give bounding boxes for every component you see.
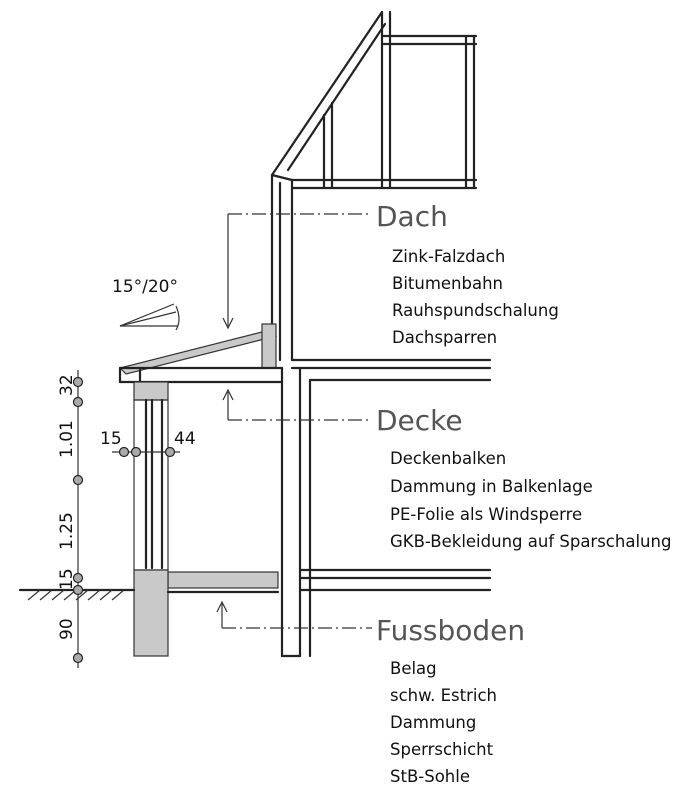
labels: 15°/20° 32 1.01 1.25 15 90 15 44 Dach Zi… <box>57 200 671 786</box>
dach-item: Dachsparren <box>392 328 497 347</box>
decke-item: GKB-Bekleidung auf Sparschalung <box>390 532 671 551</box>
main-wall <box>270 173 492 658</box>
dach-title: Dach <box>376 200 448 233</box>
fussboden-item: Sperrschicht <box>390 740 494 759</box>
dim-44: 44 <box>174 429 196 449</box>
dim-15-vertical: 15 <box>57 568 77 590</box>
decke-item: Dammung in Balkenlage <box>390 477 593 496</box>
dim-1-25: 1.25 <box>57 512 77 550</box>
fussboden-item: schw. Estrich <box>390 686 497 705</box>
roof-angle-label: 15°/20° <box>112 277 178 297</box>
dach-item: Zink-Falzdach <box>392 247 505 266</box>
roof-angle-symbol <box>119 303 180 331</box>
fussboden-item: StB-Sohle <box>390 767 470 786</box>
fussboden-item: Belag <box>390 659 437 678</box>
decke-title: Decke <box>376 404 463 437</box>
decke-item: PE-Folie als Windsperre <box>390 505 582 524</box>
dim-1-01: 1.01 <box>57 420 77 458</box>
dach-item: Rauhspundschalung <box>392 301 559 320</box>
leader-lines <box>216 213 372 629</box>
dim-32: 32 <box>57 374 77 396</box>
dimension-chain <box>72 370 180 668</box>
dim-15-horizontal: 15 <box>100 429 122 449</box>
dach-item: Bitumenbahn <box>392 274 503 293</box>
fussboden-title: Fussboden <box>376 614 525 647</box>
decke-item: Deckenbalken <box>390 449 506 468</box>
bay-wall <box>133 381 280 657</box>
canopy-roof <box>118 323 284 384</box>
dim-90: 90 <box>57 618 77 640</box>
upper-structure <box>270 10 478 190</box>
fussboden-item: Dammung <box>390 713 476 732</box>
